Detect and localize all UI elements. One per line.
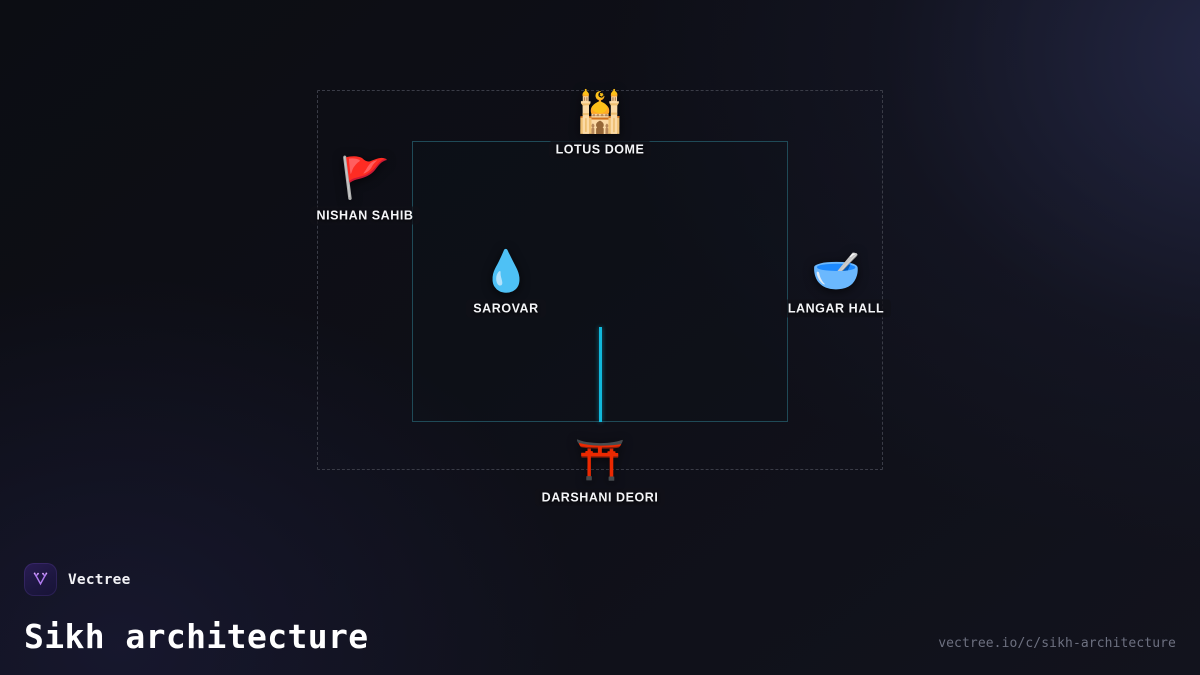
axis-connector: [599, 327, 602, 422]
bowl-with-spoon-emoji: 🥣: [811, 249, 861, 294]
brand[interactable]: Vectree: [24, 563, 131, 596]
diagram-node-label: SAROVAR: [466, 299, 546, 318]
diagram-node-sarovar[interactable]: 💧 SAROVAR: [386, 249, 626, 318]
diagram-node-label: NISHAN SAHIB: [309, 206, 421, 225]
mosque-emoji: 🕌: [575, 90, 625, 135]
vectree-logo-icon: [24, 563, 57, 596]
footer-url: vectree.io/c/sikh-architecture: [938, 636, 1176, 651]
diagram-node-darshani-deori[interactable]: ⛩️ DARSHANI DEORI: [480, 438, 720, 507]
brand-name: Vectree: [68, 571, 131, 588]
page-title: Sikh architecture: [24, 617, 369, 656]
gurdwara-complex-boundary: [317, 90, 883, 470]
diagram-node-langar-hall[interactable]: 🥣 LANGAR HALL: [716, 249, 956, 318]
diagram-node-label: LOTUS DOME: [548, 140, 652, 159]
diagram-node-lotus-dome[interactable]: 🕌 LOTUS DOME: [480, 90, 720, 159]
diagram-node-label: LANGAR HALL: [780, 299, 892, 318]
footer: Vectree Sikh architecture vectree.io/c/s…: [0, 555, 1200, 675]
diagram-node-label: DARSHANI DEORI: [534, 488, 666, 507]
torii-gate-emoji: ⛩️: [575, 438, 625, 483]
triangular-flag-emoji: 🚩: [340, 156, 390, 201]
diagram-node-nishan-sahib[interactable]: 🚩 NISHAN SAHIB: [245, 156, 485, 225]
droplet-emoji: 💧: [481, 249, 531, 294]
